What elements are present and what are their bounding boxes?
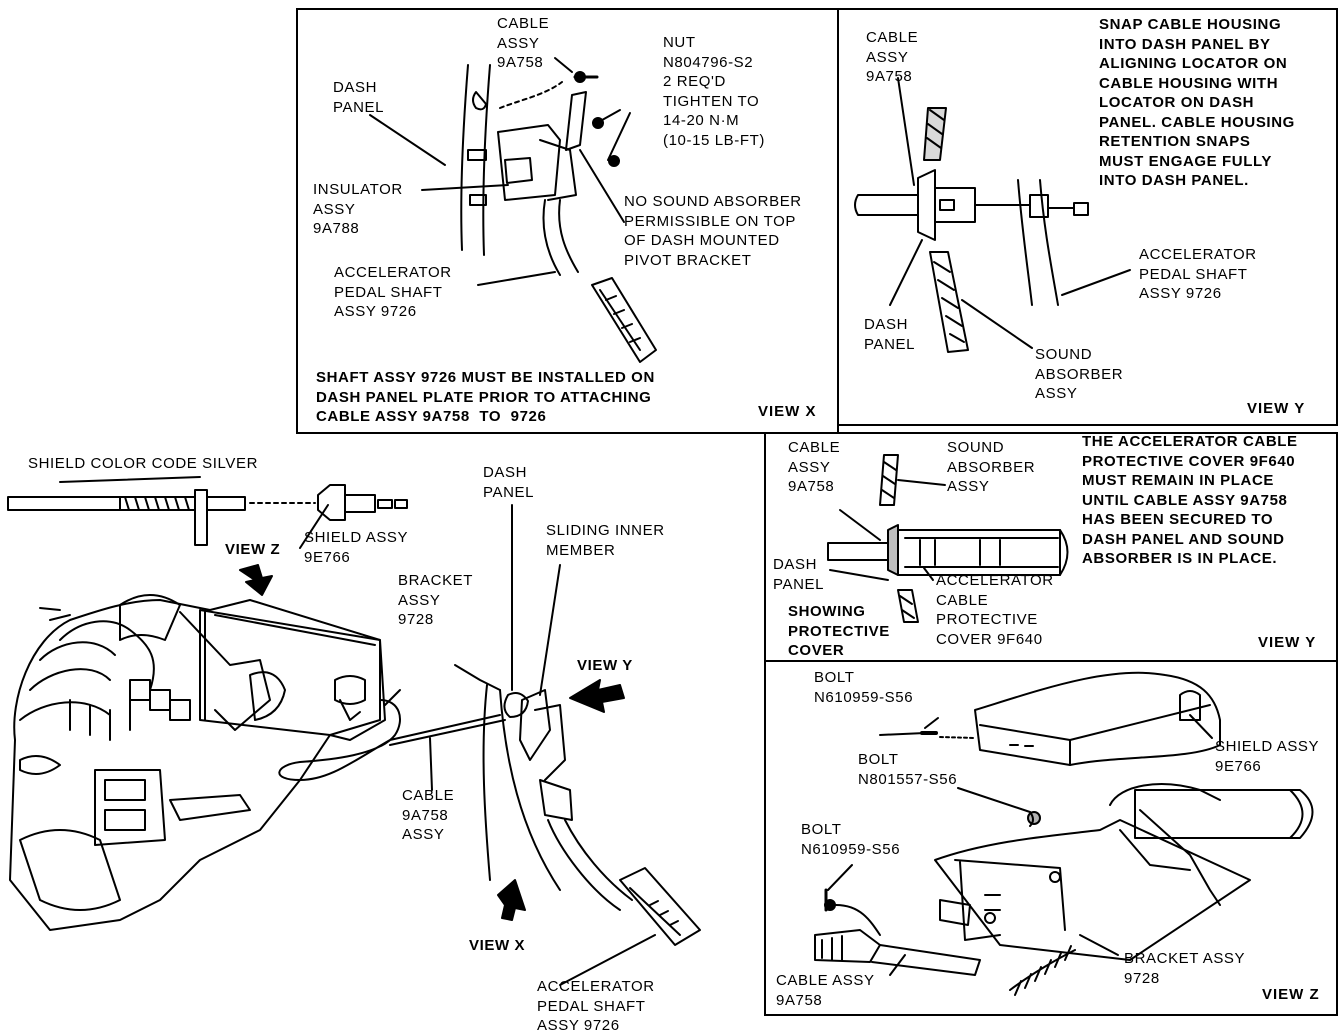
main-cable-label: CABLE 9A758 ASSY [402, 787, 455, 843]
view-y-mid-sound-absorber-label: SOUND ABSORBER ASSY [947, 439, 1036, 495]
view-y-top-note: SNAP CABLE HOUSING INTO DASH PANEL BY AL… [1099, 16, 1295, 189]
main-view-z-arrow-label: VIEW Z [225, 541, 281, 558]
view-y-mid-cable-label: CABLE ASSY 9A758 [788, 439, 841, 495]
view-x-drawing [369, 57, 657, 363]
main-sliding-member-label: SLIDING INNER MEMBER [546, 522, 665, 559]
view-y-mid-showing-label: SHOWING PROTECTIVE COVER [788, 603, 890, 659]
view-x-pedal-shaft-label: ACCELERATOR PEDAL SHAFT ASSY 9726 [334, 264, 452, 320]
view-y-mid-drawing [827, 454, 1069, 623]
view-y-top-title: VIEW Y [1247, 400, 1306, 417]
main-pedal-shaft-label: ACCELERATOR PEDAL SHAFT ASSY 9726 [537, 978, 655, 1034]
view-z-bracket-label: BRACKET ASSY 9728 [1124, 950, 1246, 987]
view-z-title: VIEW Z [1262, 986, 1320, 1003]
view-y-top-drawing [854, 77, 1131, 353]
view-z-panel [764, 660, 1338, 1016]
view-z-cable-label: CABLE ASSY 9A758 [776, 972, 875, 1009]
view-x-dash-panel-label: DASH PANEL [333, 79, 385, 116]
view-x-cable-label: CABLE ASSY 9A758 [497, 15, 550, 71]
main-view-y-arrow-label: VIEW Y [577, 657, 633, 674]
view-x-nut-label: NUT N804796-S2 2 REQ'D TIGHTEN TO 14-20 … [663, 34, 765, 149]
view-y-mid-dash-panel-label: DASH PANEL [773, 556, 825, 593]
view-z-drawing [814, 671, 1314, 996]
main-drawing [7, 476, 701, 986]
view-x-no-sound-label: NO SOUND ABSORBER PERMISSIBLE ON TOP OF … [624, 193, 802, 269]
main-bracket-label: BRACKET ASSY 9728 [398, 572, 474, 628]
view-z-shield-label: SHIELD ASSY 9E766 [1215, 738, 1320, 775]
main-dash-panel-label: DASH PANEL [483, 464, 535, 501]
view-y-top-dash-panel-label: DASH PANEL [864, 316, 916, 353]
view-x-note: SHAFT ASSY 9726 MUST BE INSTALLED ON DAS… [316, 369, 655, 425]
view-y-mid-title: VIEW Y [1258, 634, 1317, 651]
main-shield-color-label: SHIELD COLOR CODE SILVER [28, 455, 259, 472]
view-z-bolt2-label: BOLT N801557-S56 [858, 751, 958, 788]
main-shield-assy-label: SHIELD ASSY 9E766 [304, 529, 409, 566]
view-y-mid-note: THE ACCELERATOR CABLE PROTECTIVE COVER 9… [1082, 433, 1298, 567]
view-y-top-panel [837, 8, 1338, 426]
view-z-bolt3-label: BOLT N610959-S56 [801, 821, 901, 858]
view-y-mid-cover-label: ACCELERATOR CABLE PROTECTIVE COVER 9F640 [936, 572, 1054, 648]
view-x-title: VIEW X [758, 403, 817, 420]
view-y-top-sound-absorber-label: SOUND ABSORBER ASSY [1035, 346, 1124, 402]
view-y-top-cable-label: CABLE ASSY 9A758 [866, 29, 919, 85]
main-view-x-arrow-label: VIEW X [469, 937, 526, 954]
view-z-bolt1-label: BOLT N610959-S56 [814, 669, 914, 706]
view-x-insulator-label: INSULATOR ASSY 9A788 [313, 181, 403, 237]
view-y-top-pedal-shaft-label: ACCELERATOR PEDAL SHAFT ASSY 9726 [1139, 246, 1257, 302]
